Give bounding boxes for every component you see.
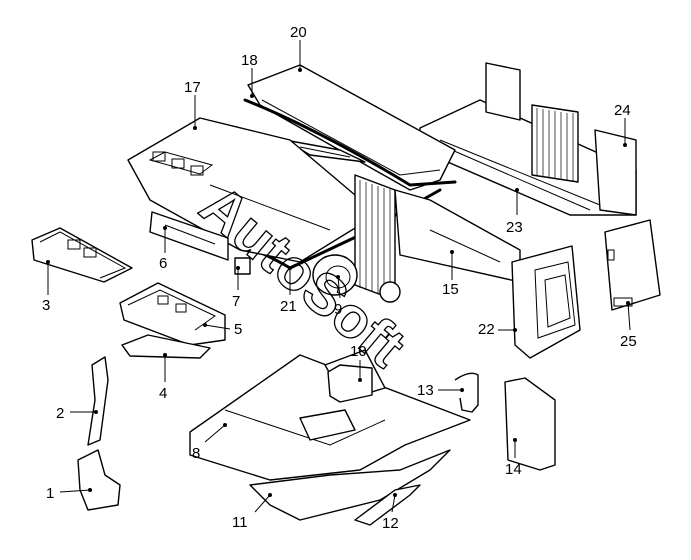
part-24-rear-panel[interactable]: [419, 62, 637, 216]
part-6-bracket[interactable]: [149, 211, 229, 261]
callout-leaders: [46, 40, 631, 513]
callout-11[interactable]: 11: [232, 514, 248, 531]
part-3-dash-tray[interactable]: [31, 227, 133, 283]
part-7-switch[interactable]: [234, 257, 251, 275]
callout-12[interactable]: 12: [382, 515, 399, 532]
part-11-lower-floor[interactable]: [249, 449, 451, 521]
part-4-plate[interactable]: [121, 334, 211, 359]
callout-10[interactable]: 10: [350, 343, 367, 360]
callout-13[interactable]: 13: [417, 382, 434, 399]
callout-7[interactable]: 7: [232, 293, 240, 310]
callout-5[interactable]: 5: [234, 321, 242, 338]
part-9-fitting[interactable]: [312, 254, 401, 303]
callout-15[interactable]: 15: [442, 281, 459, 298]
callout-1[interactable]: 1: [46, 485, 54, 502]
callout-20[interactable]: 20: [290, 24, 307, 41]
callout-22[interactable]: 22: [478, 321, 495, 338]
part-2-pillar[interactable]: [87, 356, 109, 446]
callout-14[interactable]: 14: [505, 461, 522, 478]
callout-18[interactable]: 18: [241, 52, 258, 69]
part-22-side-panel[interactable]: [511, 245, 581, 359]
part-5-console[interactable]: [119, 282, 226, 346]
callout-6[interactable]: 6: [159, 255, 167, 272]
callout-23[interactable]: 23: [506, 219, 523, 236]
callout-17[interactable]: 17: [184, 79, 201, 96]
part-10-seat-box[interactable]: [327, 364, 373, 403]
part-18-seal[interactable]: [243, 98, 457, 187]
part-1-corner[interactable]: [77, 449, 121, 511]
callout-4[interactable]: 4: [159, 385, 167, 402]
part-12-strip[interactable]: [354, 484, 421, 526]
part-14-side-block[interactable]: [504, 377, 556, 471]
callout-3[interactable]: 3: [42, 297, 50, 314]
callout-25[interactable]: 25: [620, 333, 637, 350]
callout-9[interactable]: 9: [334, 301, 342, 318]
callout-8[interactable]: 8: [192, 445, 200, 462]
part-15-rear-wall[interactable]: [354, 174, 521, 301]
callout-2[interactable]: 2: [56, 405, 64, 422]
part-13-clip[interactable]: [454, 372, 479, 413]
part-25-side-door[interactable]: [604, 219, 661, 311]
callout-labels: 1 2 3 4 5 6 7 8 9 10 11 12 13 14 15 17 1…: [42, 24, 637, 532]
callout-21[interactable]: 21: [280, 298, 297, 315]
callout-24[interactable]: 24: [614, 102, 631, 119]
